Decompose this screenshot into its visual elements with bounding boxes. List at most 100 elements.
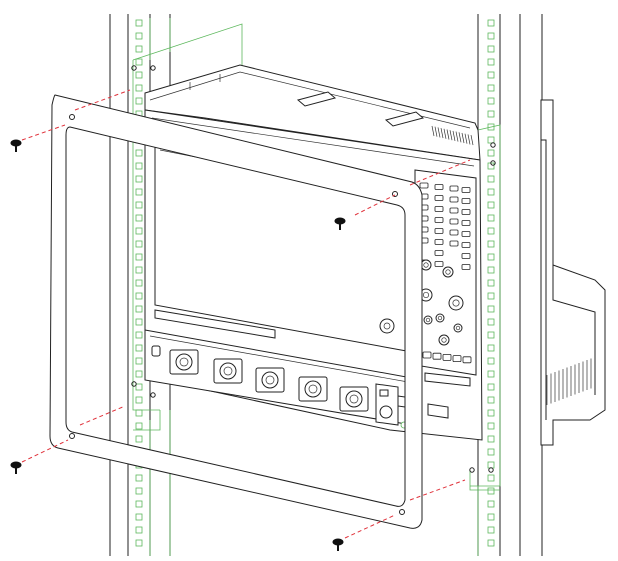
left-rail-holes: [135, 19, 143, 547]
rear-support-bracket: [540, 99, 606, 446]
mounting-frame: [49, 65, 496, 529]
control-panel-knobs: [419, 259, 464, 346]
rail-hole: [487, 84, 495, 92]
panel-knob: [435, 313, 445, 323]
panel-key: [434, 250, 444, 256]
panel-key: [461, 264, 471, 270]
panel-key: [461, 198, 471, 204]
panel-knob: [448, 295, 464, 311]
rail-hole: [487, 175, 495, 183]
panel-knob: [442, 266, 454, 278]
grille-slot: [458, 132, 462, 143]
panel-key: [449, 196, 459, 203]
grille-slot: [452, 130, 456, 141]
panel-key: [461, 253, 471, 259]
rail-hole: [487, 305, 495, 313]
frame-hole-top-left: [69, 114, 75, 120]
frame-hole-bottom-left: [69, 433, 75, 439]
rail-hole: [135, 500, 143, 508]
rail-hole: [135, 383, 143, 391]
rail-hole: [135, 266, 143, 274]
panel-key: [434, 195, 444, 201]
rail-hole: [135, 240, 143, 248]
panel-bnc-center: [383, 322, 391, 330]
rail-hole: [135, 201, 143, 209]
rail-hole: [135, 58, 143, 66]
panel-key: [434, 184, 444, 190]
menu-key: [452, 355, 462, 363]
rail-hole: [487, 487, 495, 495]
bnc-center: [179, 357, 189, 367]
rail-hole: [135, 487, 143, 495]
panel-key: [419, 182, 429, 189]
rail-hole: [135, 331, 143, 339]
rail-hole: [135, 292, 143, 300]
rail-hole: [135, 422, 143, 430]
panel-key: [461, 220, 471, 226]
rail-hole: [487, 474, 495, 482]
right-rail-holes: [487, 19, 495, 547]
rail-hole: [135, 539, 143, 547]
panel-key: [434, 206, 444, 212]
bnc-connector: [219, 362, 237, 380]
bnc-connector: [304, 380, 322, 398]
top-handle-right: [384, 111, 425, 127]
bnc-center: [308, 384, 318, 394]
rail-hole: [135, 149, 143, 157]
rail-hole: [487, 448, 495, 456]
rail-hole: [487, 19, 495, 27]
rail-hole: [487, 461, 495, 469]
bnc-connector: [345, 390, 363, 408]
grille-slot: [431, 125, 435, 137]
rail-hole: [487, 188, 495, 196]
rail-hole: [135, 305, 143, 313]
menu-key: [442, 353, 452, 361]
screen-softkey-strip: [154, 309, 276, 339]
rail-hole: [135, 318, 143, 326]
panel-knob-cap: [423, 262, 429, 268]
rail-hole: [487, 110, 495, 118]
rail-hole: [487, 513, 495, 521]
grille-slot: [455, 131, 459, 142]
top-handle-left: [296, 91, 337, 107]
bnc-center: [223, 366, 233, 376]
rail-hole: [487, 435, 495, 443]
panel-knob-cap: [422, 291, 430, 299]
rail-hole: [487, 97, 495, 105]
rail-hole: [135, 19, 143, 27]
rail-hole: [487, 422, 495, 430]
panel-key: [434, 261, 444, 267]
menu-key: [462, 356, 472, 364]
grille-slot: [464, 133, 468, 144]
rail-hole: [135, 344, 143, 352]
rail-hole: [135, 370, 143, 378]
screw: [334, 217, 346, 230]
panel-knob-cap: [441, 337, 447, 343]
panel-label-strip: [424, 372, 471, 387]
rail-hole: [487, 58, 495, 66]
right-rack-rail: [477, 14, 543, 556]
rail-hole: [487, 292, 495, 300]
rail-hole: [487, 149, 495, 157]
oscilloscope: [144, 64, 483, 441]
rail-hole: [135, 175, 143, 183]
rail-hole: [487, 331, 495, 339]
bnc-connector: [175, 353, 193, 371]
rail-hole: [487, 45, 495, 53]
panel-key: [434, 228, 444, 234]
grille-slot: [434, 126, 438, 137]
rail-hole: [487, 71, 495, 79]
panel-knob: [453, 323, 463, 333]
panel-knob-cap: [452, 299, 460, 307]
screw: [10, 461, 22, 474]
rail-hole: [487, 279, 495, 287]
rail-hole: [487, 266, 495, 274]
rail-hole: [135, 513, 143, 521]
grille-slot: [443, 128, 447, 139]
rail-hole: [135, 279, 143, 287]
menu-key: [422, 351, 432, 359]
grille-slot: [440, 128, 444, 139]
screw: [10, 139, 22, 152]
rail-hole: [487, 344, 495, 352]
